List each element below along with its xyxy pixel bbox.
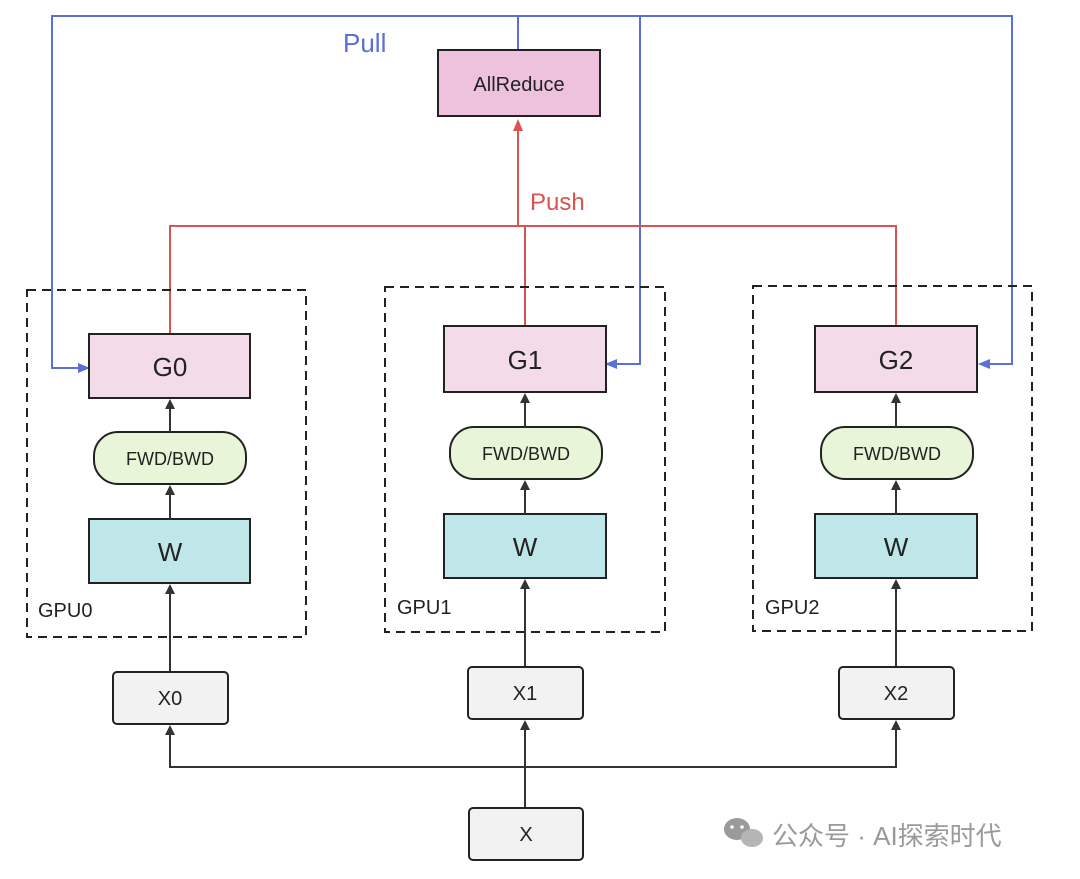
input-label: X1	[513, 683, 537, 705]
wechat-icon	[724, 818, 763, 847]
weight-label: W	[884, 532, 909, 562]
gpu-label: GPU2	[765, 597, 819, 619]
gpu-group-0: GPU0 G0 FWD/BWD W X0	[26, 289, 307, 725]
fwd-bwd-label: FWD/BWD	[126, 449, 214, 469]
gradient-label: G0	[153, 352, 188, 382]
allreduce-node: AllReduce	[437, 49, 601, 117]
allreduce-label: AllReduce	[473, 74, 564, 96]
fwd-bwd-label: FWD/BWD	[853, 444, 941, 464]
gradient-label: G1	[508, 345, 543, 375]
gpu-container	[26, 289, 307, 638]
push-connections	[169, 119, 897, 334]
pull-line-gpu1	[518, 15, 641, 369]
gpu-container	[752, 285, 1033, 632]
push-label: Push	[530, 189, 585, 216]
watermark-text: 公众号 · AI探索时代	[772, 821, 1002, 851]
input-distribution	[165, 720, 901, 808]
gradient-label: G2	[879, 345, 914, 375]
source-label: X	[519, 824, 532, 846]
weight-label: W	[158, 537, 183, 567]
input-label: X2	[884, 683, 908, 705]
pull-line-gpu0	[51, 15, 519, 373]
pull-label: Pull	[343, 28, 386, 58]
gpu-label: GPU1	[397, 597, 451, 619]
pull-line-gpu2	[640, 15, 1013, 369]
push-line-gpu0	[169, 225, 897, 334]
gpu-group-2: GPU2 G2 FWD/BWD W X2	[752, 285, 1033, 720]
gpu-group-1: GPU1 G1 FWD/BWD W X1	[384, 286, 666, 720]
fwd-bwd-label: FWD/BWD	[482, 444, 570, 464]
input-label: X0	[158, 688, 182, 710]
weight-label: W	[513, 532, 538, 562]
pull-connections	[51, 15, 1013, 373]
watermark: 公众号 · AI探索时代	[724, 818, 1002, 851]
source-input-node: X	[468, 807, 584, 861]
gpu-label: GPU0	[38, 600, 92, 622]
